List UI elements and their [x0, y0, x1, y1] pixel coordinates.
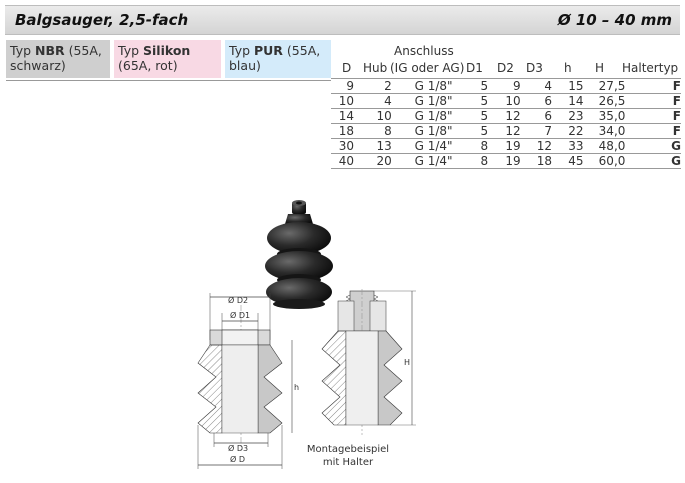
cell-anschluss: G 1/8" [391, 123, 453, 139]
cell-d: 30 [331, 138, 355, 154]
label-d3: Ø D3 [228, 443, 248, 453]
cell-h: 22 [552, 123, 584, 139]
header-haltertyp: Haltertyp [622, 61, 679, 75]
type-silikon: Typ Silikon (65A, rot) [114, 40, 221, 78]
cell-h: 23 [552, 108, 584, 124]
divider [6, 80, 331, 81]
type-suffix: (55A, blau) [229, 43, 321, 73]
cell-d1: 5 [452, 78, 489, 94]
type-suffix: (65A, rot) [118, 58, 178, 73]
type-name: PUR [254, 43, 283, 58]
label-d1: Ø D1 [230, 310, 250, 320]
cell-h: 14 [552, 93, 584, 109]
header-d3: D3 [526, 61, 543, 75]
type-prefix: Typ [10, 43, 35, 58]
cell-h: 27,5 [583, 78, 626, 94]
caption-line2: mit Halter [322, 457, 374, 468]
cell-hub: 2 [354, 78, 392, 94]
cell-d: 10 [331, 93, 355, 109]
type-name: Silikon [143, 43, 191, 58]
cell-d2: 10 [488, 93, 521, 109]
mounting-drawing: H [321, 289, 416, 435]
cell-d1: 5 [452, 108, 489, 124]
label-h-small: h [294, 383, 299, 392]
cell-d3: 7 [520, 123, 553, 139]
cell-d: 18 [331, 123, 355, 139]
cell-h: 34,0 [583, 123, 626, 139]
cell-anschluss: G 1/8" [391, 78, 453, 94]
cell-d3: 18 [520, 153, 553, 169]
cell-h: 35,0 [583, 108, 626, 124]
cell-haltertyp: F [625, 108, 681, 124]
type-nbr: Typ NBR (55A, schwarz) [6, 40, 110, 78]
cell-hub: 20 [354, 153, 392, 169]
cell-h: 15 [552, 78, 584, 94]
header-h-large: H [595, 61, 605, 75]
cell-haltertyp: F [625, 123, 681, 139]
cell-d2: 19 [488, 138, 521, 154]
header-anschluss-title: Anschluss [394, 44, 454, 58]
cell-d: 40 [331, 153, 355, 169]
mounting-caption: Montagebeispiel mit Halter [296, 443, 400, 469]
cell-d2: 19 [488, 153, 521, 169]
cell-d1: 8 [452, 153, 489, 169]
label-h-large: H [404, 358, 410, 367]
header-d: D [342, 61, 352, 75]
cell-hub: 10 [354, 108, 392, 124]
suction-cup-photo [265, 200, 333, 309]
cell-haltertyp: F [625, 93, 681, 109]
cell-d: 9 [331, 78, 355, 94]
title-bar: Balgsauger, 2,5-fach Ø 10 – 40 mm [5, 5, 680, 35]
caption-line1: Montagebeispiel [306, 444, 390, 455]
type-prefix: Typ [229, 43, 254, 58]
cell-d3: 4 [520, 78, 553, 94]
label-d: Ø D [230, 454, 245, 464]
cell-d3: 6 [520, 93, 553, 109]
cell-h: 45 [552, 153, 584, 169]
cell-hub: 8 [354, 123, 392, 139]
cell-d1: 5 [452, 93, 489, 109]
header-hub: Hub [363, 61, 388, 75]
cell-d3: 6 [520, 108, 553, 124]
cell-h: 33 [552, 138, 584, 154]
header-anschluss: (IG oder AG) [390, 61, 465, 75]
cell-anschluss: G 1/4" [391, 153, 453, 169]
cell-d1: 8 [452, 138, 489, 154]
cell-d: 14 [331, 108, 355, 124]
cell-anschluss: G 1/4" [391, 138, 453, 154]
cell-anschluss: G 1/8" [391, 93, 453, 109]
cell-d2: 9 [488, 78, 521, 94]
cell-d1: 5 [452, 123, 489, 139]
cell-h: 60,0 [583, 153, 626, 169]
cell-hub: 13 [354, 138, 392, 154]
cell-d2: 12 [488, 123, 521, 139]
cell-d2: 12 [488, 108, 521, 124]
cell-haltertyp: F [625, 78, 681, 94]
cell-haltertyp: G [625, 138, 681, 154]
page-title: Balgsauger, 2,5-fach [15, 11, 189, 29]
type-prefix: Typ [118, 43, 143, 58]
cell-h: 26,5 [583, 93, 626, 109]
cell-anschluss: G 1/8" [391, 108, 453, 124]
type-suffix: (55A, schwarz) [10, 43, 102, 73]
type-pur: Typ PUR (55A, blau) [225, 40, 331, 78]
header-h-small: h [564, 61, 572, 75]
label-d2: Ø D2 [228, 295, 248, 305]
cell-h: 48,0 [583, 138, 626, 154]
header-d2: D2 [497, 61, 514, 75]
header-d1: D1 [466, 61, 483, 75]
dimension-drawing: Ø D2 Ø D1 h Ø D3 Ø D [197, 293, 299, 469]
type-name: NBR [35, 43, 65, 58]
cell-hub: 4 [354, 93, 392, 109]
size-range: Ø 10 – 40 mm [557, 11, 672, 29]
cell-d3: 12 [520, 138, 553, 154]
cell-haltertyp: G [625, 153, 681, 169]
